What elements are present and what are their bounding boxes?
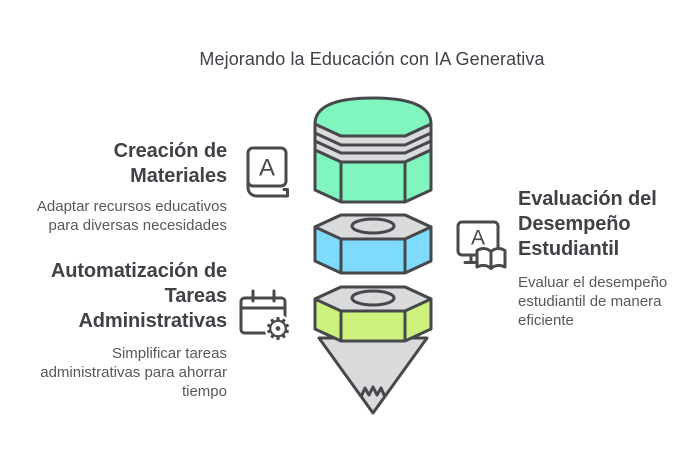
- pencil-tip-cone: [317, 336, 429, 415]
- book-cover: [246, 146, 288, 188]
- segment-green-edges: [339, 162, 407, 202]
- book-pages: [246, 176, 289, 198]
- segment-blue-edges: [339, 239, 407, 273]
- gear-backdrop: [264, 314, 292, 342]
- open-book-left-page: [475, 247, 493, 270]
- segment-yellow-hole: [350, 289, 396, 307]
- book-letter: A: [259, 155, 275, 182]
- screen-book-icon: A: [456, 220, 507, 270]
- open-book-right-page: [489, 247, 507, 270]
- section-title-automation: Automatización de Tareas Administrativas: [50, 260, 227, 332]
- screen-letter: A: [471, 227, 485, 250]
- pencil-figure: [313, 96, 433, 415]
- calendar-gear-icon: ⚙: [239, 289, 292, 347]
- segment-blue-hole: [350, 217, 396, 235]
- segment-green-sides: [313, 148, 433, 204]
- page-title: Mejorando la Educación con IA Generativa: [199, 49, 545, 69]
- gear-icon: ⚙: [264, 312, 292, 347]
- section-title-evaluation: Evaluación del Desempeño Estudiantil: [518, 188, 657, 260]
- ferrule-stripes: [314, 131, 432, 155]
- segment-yellow-edges: [339, 311, 407, 341]
- pencil-tip-jagged-line: [359, 385, 387, 398]
- eraser-cap: [313, 96, 433, 138]
- calendar-body: [239, 296, 287, 335]
- section-description-evaluation: Evaluar el desempeño estudiantil de mane…: [518, 274, 668, 329]
- section-title-materials: Creación de Materiales: [113, 140, 227, 187]
- book-a-icon: A: [246, 146, 289, 198]
- section-description-materials: Adaptar recursos educativos para diversa…: [36, 198, 227, 234]
- section-description-automation: Simplificar tareas administrativas para …: [40, 345, 227, 400]
